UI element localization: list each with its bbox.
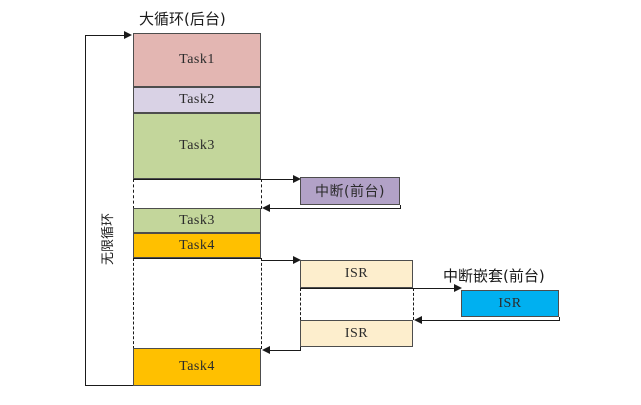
block-task3-second: Task3 (133, 208, 261, 233)
arrow-to-interrupt-line (261, 179, 298, 180)
block-interrupt: 中断(前台) (300, 177, 400, 205)
block-label: ISR (344, 266, 369, 281)
gap-top-rule-upper (133, 179, 261, 180)
dashed-guide-isr-right (413, 288, 414, 320)
block-label: Task1 (179, 52, 215, 67)
block-label: Task4 (179, 359, 215, 374)
loop-bracket-arrowhead-icon (124, 31, 132, 39)
arrow-to-nested-isr-line (413, 288, 459, 289)
arrow-to-nested-isr-head-icon (454, 284, 462, 292)
arrow-from-isr-head-icon (262, 346, 270, 354)
arrow-from-isr-line (268, 350, 301, 351)
arrow-to-isr-line (261, 260, 298, 261)
arrow-from-interrupt-drop (400, 205, 401, 209)
arrow-to-interrupt-head-icon (293, 175, 301, 183)
block-label: ISR (344, 325, 369, 341)
block-task3-first: Task3 (133, 113, 261, 179)
block-isr-first: ISR (300, 260, 413, 288)
arrow-from-interrupt-line (268, 208, 400, 209)
block-isr-nested: ISR (461, 290, 559, 317)
block-label: ISR (498, 295, 522, 311)
isr-gap-top-rule (300, 288, 413, 289)
arrow-to-isr-head-icon (293, 256, 301, 264)
block-task4-second: Task4 (133, 348, 261, 386)
block-task1: Task1 (133, 33, 261, 87)
loop-bracket-top-line (85, 35, 127, 36)
arrow-from-nested-isr-head-icon (414, 316, 422, 324)
block-task4-first: Task4 (133, 233, 261, 258)
loop-bracket-left-line (85, 35, 86, 386)
block-isr-second: ISR (300, 320, 413, 347)
dashed-guide-right-upper (261, 179, 262, 209)
dashed-guide-right-lower (261, 258, 262, 349)
block-label: Task4 (179, 237, 215, 253)
gap-top-rule-lower (133, 258, 261, 259)
block-label: Task3 (179, 138, 215, 153)
block-label: Task3 (179, 212, 215, 228)
dashed-guide-isr-left (300, 288, 301, 320)
block-label: 中断(前台) (315, 184, 385, 200)
arrow-from-nested-isr-drop (559, 317, 560, 321)
nested-interrupt-title: 中断嵌套(前台) (443, 267, 545, 285)
arrow-from-interrupt-head-icon (262, 204, 270, 212)
dashed-guide-left-upper (133, 179, 134, 209)
main-loop-title: 大循环(后台) (139, 10, 226, 28)
block-label: Task2 (179, 92, 215, 107)
block-task2: Task2 (133, 87, 261, 113)
loop-bracket-bottom-line (85, 385, 133, 386)
dashed-guide-left-lower (133, 258, 134, 349)
arrow-from-isr-drop (300, 347, 301, 351)
arrow-from-nested-isr-line (420, 320, 559, 321)
infinite-loop-label: 无限循环 (101, 212, 116, 265)
